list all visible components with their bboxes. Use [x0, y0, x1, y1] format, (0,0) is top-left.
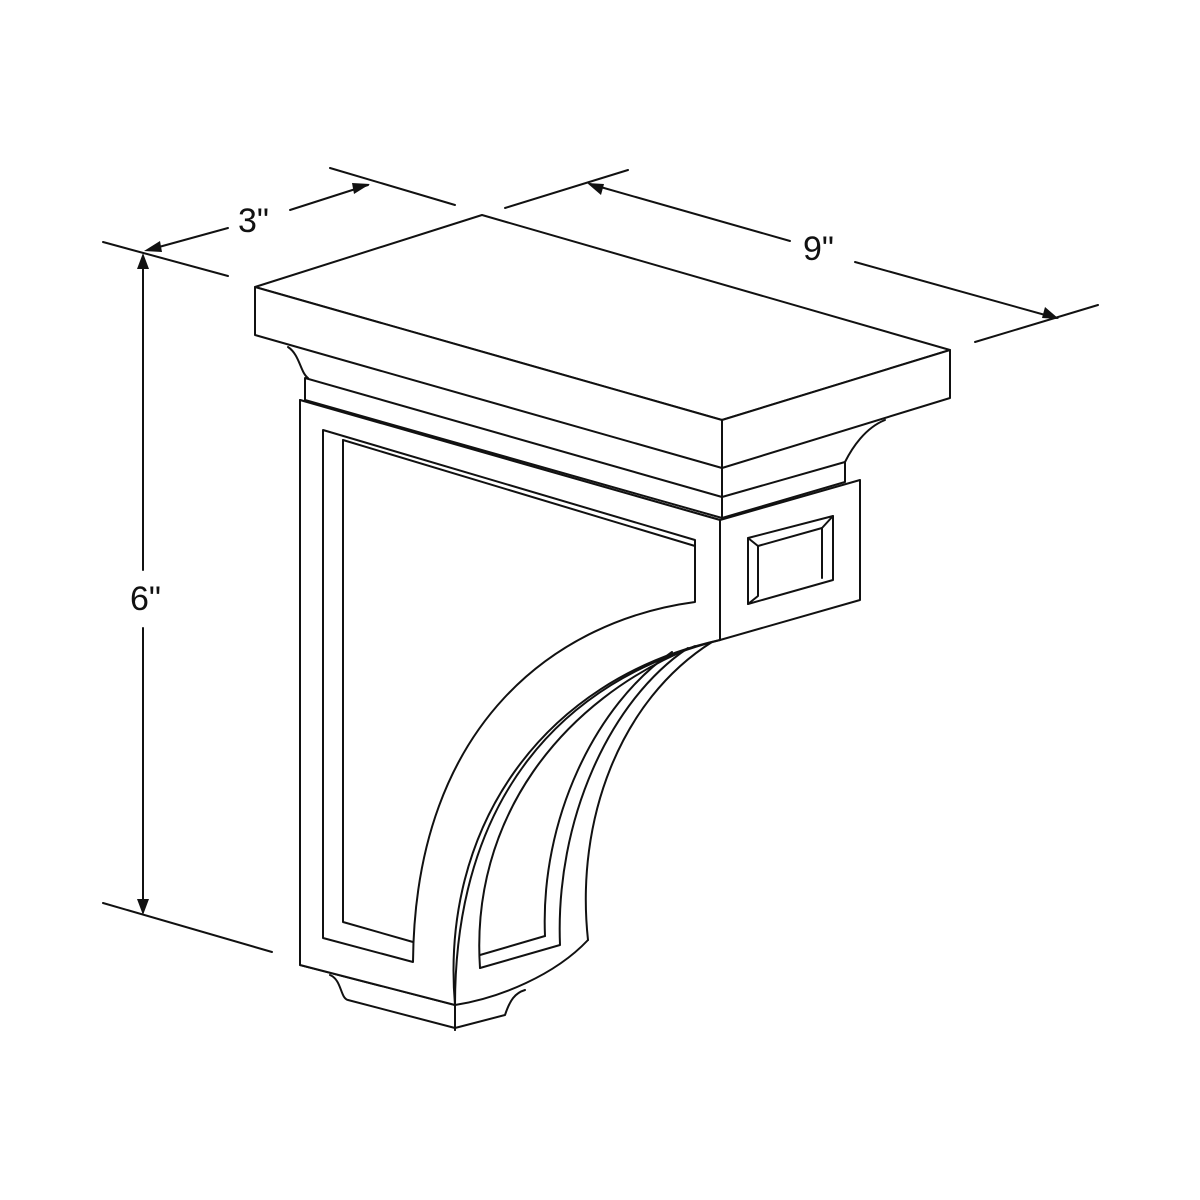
width-extension-line-right [974, 304, 1099, 343]
width-label: 9" [803, 230, 834, 268]
depth-label: 3" [238, 202, 269, 240]
corbel-cap-block [304, 377, 861, 641]
height-extension-line-bottom [102, 902, 273, 953]
depth-dimension-line-a [147, 227, 229, 251]
width-extension-line-left [504, 169, 629, 209]
dimension-width: 9" [504, 169, 1099, 343]
corbel-top-plate [254, 214, 951, 498]
height-arrow-top [137, 253, 149, 269]
height-label: 6" [130, 580, 161, 618]
depth-extension-line-right [329, 167, 456, 206]
dimension-depth: 3" [102, 167, 456, 277]
depth-extension-line-left [102, 241, 229, 277]
width-arrow-right [1042, 307, 1059, 319]
width-arrow-left [587, 183, 604, 195]
width-dimension-line-b [854, 261, 1057, 319]
depth-arrow-right [352, 183, 370, 194]
corbel-body [299, 399, 721, 1031]
dimension-height: 6" [102, 253, 273, 953]
depth-arrow-left [144, 241, 162, 252]
height-arrow-bottom [137, 899, 149, 915]
width-dimension-line-a [589, 183, 791, 242]
